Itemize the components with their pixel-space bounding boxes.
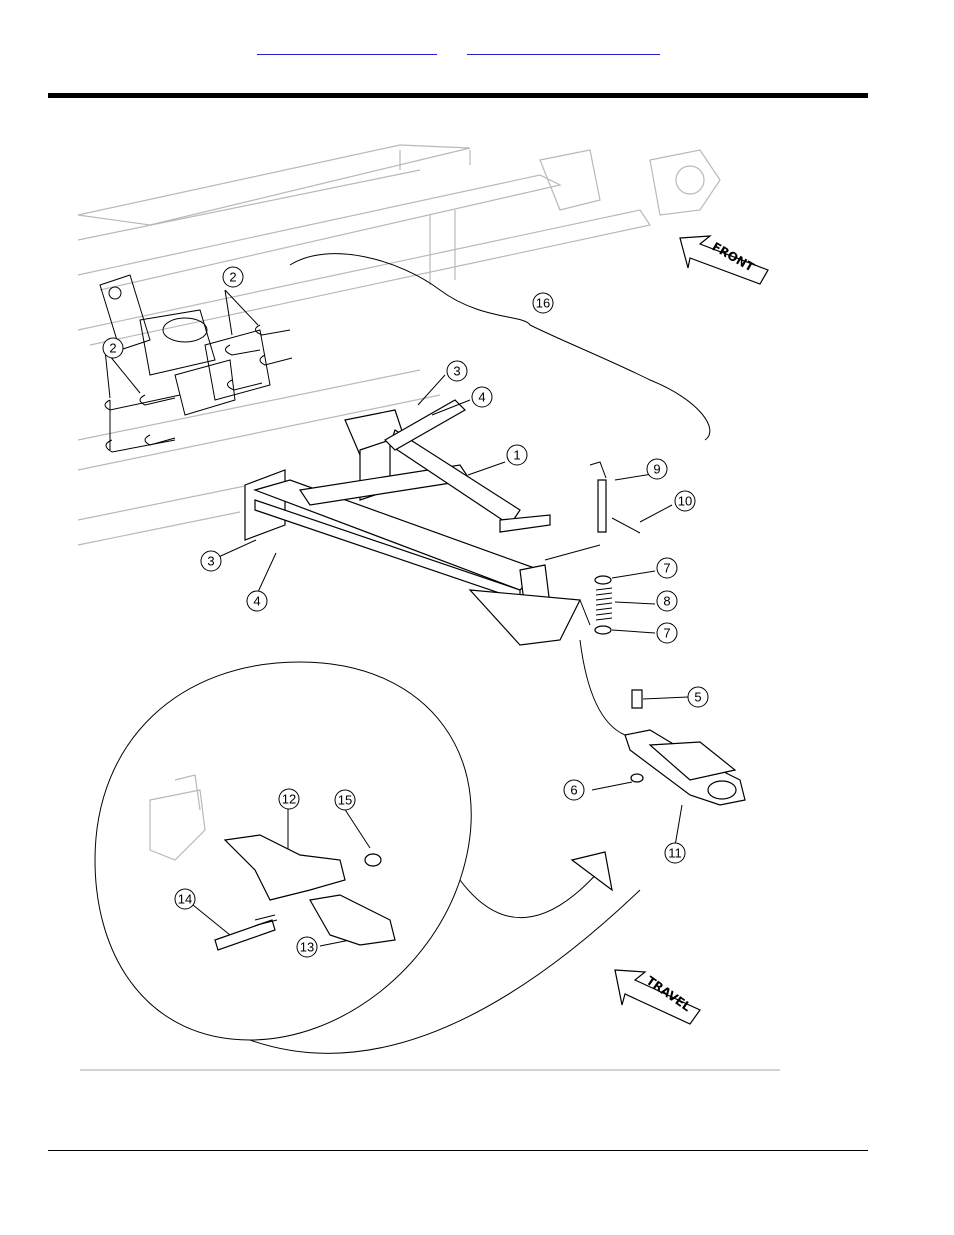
callout-5: 5 — [688, 687, 708, 707]
callout-number: 1 — [513, 448, 520, 463]
callout-11: 11 — [665, 843, 685, 863]
callout-2: 2 — [223, 267, 243, 287]
callout-7: 7 — [657, 623, 677, 643]
callout-number: 4 — [253, 594, 260, 609]
clevis-assembly — [580, 640, 745, 805]
spring-and-washers — [595, 576, 612, 634]
callout-number: 3 — [453, 364, 460, 379]
subassembly-bracket-16 — [290, 254, 710, 440]
callout-13: 13 — [297, 937, 317, 957]
callout-4: 4 — [247, 591, 267, 611]
callout-number: 12 — [282, 792, 296, 807]
callout-number: 3 — [207, 554, 214, 569]
pillow-block-brackets — [100, 275, 270, 415]
callout-9: 9 — [647, 459, 667, 479]
callout-number: 8 — [663, 594, 670, 609]
callout-number: 13 — [300, 940, 314, 955]
callout-number: 2 — [229, 270, 236, 285]
hitch-weldment — [245, 400, 590, 645]
callout-16: 16 — [533, 293, 553, 313]
detail-view — [95, 662, 640, 1053]
travel-arrow: TRAVEL — [615, 970, 700, 1024]
callout-2: 2 — [103, 338, 123, 358]
callout-number: 5 — [694, 690, 701, 705]
callout-7: 7 — [657, 558, 677, 578]
leader-lines — [105, 290, 688, 946]
u-bolts — [105, 325, 292, 452]
callout-3: 3 — [447, 361, 467, 381]
callout-number: 15 — [338, 793, 352, 808]
callout-number: 2 — [109, 341, 116, 356]
callout-number: 16 — [536, 296, 550, 311]
callout-number: 11 — [668, 846, 682, 861]
callout-1: 1 — [507, 445, 527, 465]
callout-number: 14 — [178, 892, 192, 907]
callout-4: 4 — [472, 387, 492, 407]
callout-number: 9 — [653, 462, 660, 477]
callout-number: 7 — [663, 561, 670, 576]
callout-number: 10 — [678, 494, 692, 509]
callout-10: 10 — [675, 491, 695, 511]
callout-number: 4 — [478, 390, 485, 405]
callout-number: 6 — [570, 783, 577, 798]
callout-6: 6 — [564, 780, 584, 800]
callout-8: 8 — [657, 591, 677, 611]
callout-3: 3 — [201, 551, 221, 571]
callout-14: 14 — [175, 889, 195, 909]
front-arrow: FRONT — [680, 236, 768, 284]
callout-number: 7 — [663, 626, 670, 641]
callout-15: 15 — [335, 790, 355, 810]
hitch-pin — [545, 462, 640, 560]
callout-12: 12 — [279, 789, 299, 809]
